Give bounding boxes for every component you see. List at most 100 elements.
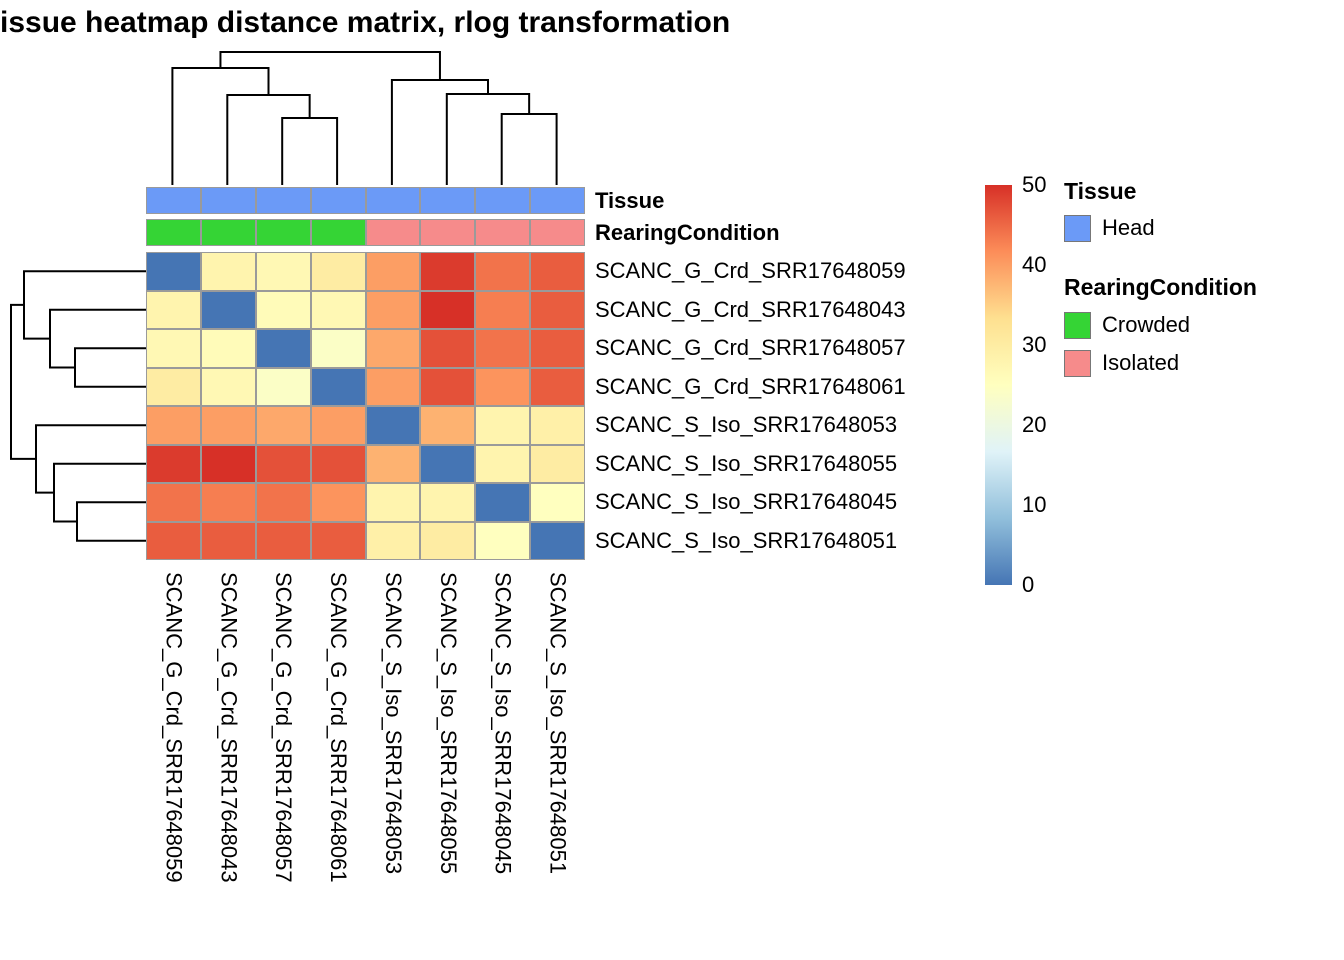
annotation-cell xyxy=(146,219,201,246)
heatmap-cell xyxy=(255,483,311,522)
heatmap-column-label: SCANC_S_Iso_SRR17648053 xyxy=(380,572,406,875)
plot-title: issue heatmap distance matrix, rlog tran… xyxy=(0,6,731,39)
annotation-cell xyxy=(530,219,585,246)
heatmap-cell xyxy=(146,483,201,522)
heatmap-cell xyxy=(530,367,585,406)
legend-item: Head xyxy=(1064,214,1155,242)
heatmap-cell xyxy=(310,290,366,329)
legend-item: Isolated xyxy=(1064,349,1179,377)
heatmap-cell xyxy=(475,290,531,329)
heatmap-cell xyxy=(255,444,311,483)
heatmap-cell xyxy=(255,290,311,329)
legend-item-label: Head xyxy=(1102,215,1155,240)
heatmap-cell xyxy=(255,252,311,291)
heatmap-row-label: SCANC_G_Crd_SRR17648057 xyxy=(595,335,906,360)
row-dendrogram xyxy=(10,270,146,542)
legend-item: Crowded xyxy=(1064,311,1190,339)
tissue-annotation-label: Tissue xyxy=(595,188,665,213)
heatmap-cell xyxy=(475,483,531,522)
legend-color-swatch xyxy=(1064,214,1091,242)
annotation-cell xyxy=(255,187,311,214)
heatmap-cell xyxy=(200,444,256,483)
annotation-cell xyxy=(255,219,311,246)
heatmap-cell xyxy=(146,329,201,368)
annotation-cell xyxy=(200,187,256,214)
heatmap-cell xyxy=(146,521,201,560)
legend-color-swatch xyxy=(1064,311,1091,339)
heatmap-cell xyxy=(200,252,256,291)
annotation-cell xyxy=(365,219,421,246)
annotation-cell xyxy=(365,187,421,214)
heatmap-column-label: SCANC_S_Iso_SRR17648051 xyxy=(545,572,571,875)
heatmap-cell xyxy=(420,290,476,329)
heatmap-cell xyxy=(200,483,256,522)
heatmap-cell xyxy=(146,406,201,445)
heatmap-column-label: SCANC_G_Crd_SRR17648061 xyxy=(326,572,352,883)
heatmap-cell xyxy=(475,521,531,560)
heatmap-cell xyxy=(200,367,256,406)
heatmap-cell xyxy=(255,367,311,406)
heatmap-cell xyxy=(530,483,585,522)
annotation-cell xyxy=(310,219,366,246)
heatmap-cell xyxy=(475,444,531,483)
heatmap-cell xyxy=(475,329,531,368)
heatmap-cell xyxy=(310,329,366,368)
colorbar-tick-label: 30 xyxy=(1022,332,1047,357)
legend-color-swatch xyxy=(1064,349,1091,377)
heatmap-cell xyxy=(530,521,585,560)
heatmap-cell xyxy=(420,329,476,368)
annotation-cell xyxy=(475,219,531,246)
heatmap-cell xyxy=(420,252,476,291)
colorbar-tick-label: 40 xyxy=(1022,252,1047,277)
annotation-cell xyxy=(310,187,366,214)
heatmap-cell xyxy=(310,483,366,522)
heatmap-cell xyxy=(200,406,256,445)
annotation-cell xyxy=(146,187,201,214)
heatmap-cell xyxy=(310,367,366,406)
heatmap-cell xyxy=(146,444,201,483)
annotation-cell xyxy=(200,219,256,246)
heatmap-cell xyxy=(146,367,201,406)
colorbar-gradient xyxy=(985,185,1012,585)
rearing-annotation-label: RearingCondition xyxy=(595,220,780,245)
legend-item-label: Crowded xyxy=(1102,312,1191,337)
heatmap-cell xyxy=(310,252,366,291)
heatmap-cell xyxy=(420,483,476,522)
colorbar-tick-label: 0 xyxy=(1022,572,1035,597)
heatmap-row-label: SCANC_G_Crd_SRR17648059 xyxy=(595,258,906,283)
heatmap-cell xyxy=(365,367,421,406)
tissue-annotation-bar xyxy=(146,187,585,214)
heatmap-cell xyxy=(200,290,256,329)
heatmap-cell xyxy=(530,329,585,368)
column-dendrogram xyxy=(171,51,558,185)
heatmap-cell xyxy=(365,406,421,445)
annotation-cell xyxy=(420,219,476,246)
heatmap-column-label: SCANC_G_Crd_SRR17648057 xyxy=(271,572,297,883)
legend-tissue-title: Tissue xyxy=(1064,178,1137,204)
heatmap-row-label: SCANC_G_Crd_SRR17648061 xyxy=(595,373,906,399)
heatmap-cell xyxy=(200,329,256,368)
heatmap-cell xyxy=(365,483,421,522)
heatmap-cell xyxy=(365,329,421,368)
heatmap-cell xyxy=(200,521,256,560)
heatmap-cell xyxy=(365,290,421,329)
heatmap-cell xyxy=(475,367,531,406)
colorbar-tick-label: 50 xyxy=(1022,172,1047,197)
heatmap-cell xyxy=(146,290,201,329)
heatmap-column-label: SCANC_S_Iso_SRR17648045 xyxy=(490,572,516,875)
heatmap-cell xyxy=(530,290,585,329)
heatmap-cell xyxy=(420,444,476,483)
heatmap-cell xyxy=(530,406,585,445)
heatmap-cell xyxy=(310,444,366,483)
heatmap-column-label: SCANC_G_Crd_SRR17648043 xyxy=(216,572,242,883)
annotation-cell xyxy=(530,187,585,214)
heatmap-cell xyxy=(255,329,311,368)
heatmap-cell xyxy=(420,406,476,445)
heatmap-row-label: SCANC_S_Iso_SRR17648055 xyxy=(595,450,898,476)
heatmap-row-label: SCANC_S_Iso_SRR17648051 xyxy=(595,527,898,553)
heatmap-cell xyxy=(310,521,366,560)
heatmap-cell xyxy=(475,406,531,445)
legend-item-label: Isolated xyxy=(1102,350,1180,375)
heatmap-cell xyxy=(530,252,585,291)
heatmap-cell xyxy=(475,252,531,291)
